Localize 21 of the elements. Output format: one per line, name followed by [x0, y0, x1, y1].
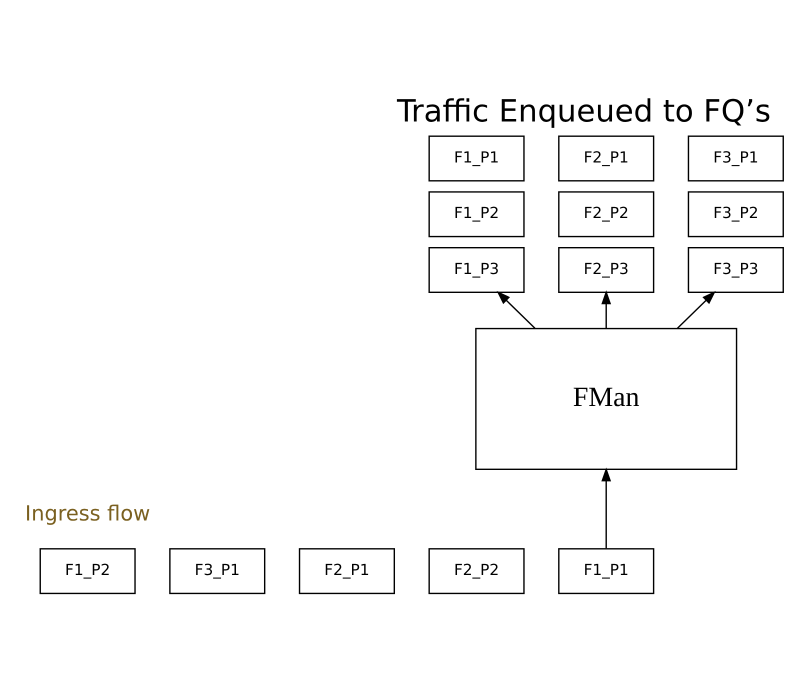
node-box: F3_P3: [688, 247, 784, 294]
node-box: F2_P3: [558, 247, 654, 294]
arrow: [601, 290, 612, 328]
node-box: F2_P2: [558, 191, 654, 238]
node-box: F1_P3: [428, 247, 525, 294]
node-box: F2_P1: [558, 135, 654, 182]
node-box: F1_P2: [428, 191, 525, 238]
arrow: [496, 290, 536, 329]
node-box: F1_P1: [428, 135, 525, 182]
node-box: F2_P2: [428, 548, 525, 594]
node-box: F2_P1: [298, 548, 396, 594]
arrow: [677, 290, 716, 329]
node-box: F3_P1: [169, 548, 266, 594]
node-box: F3_P1: [688, 135, 784, 182]
node-box: F3_P2: [688, 191, 784, 238]
node-box: F1_P1: [558, 548, 654, 594]
node-box: F1_P2: [40, 548, 136, 594]
arrow: [601, 467, 612, 548]
node-box: FMan: [475, 328, 738, 470]
label: Ingress flow: [25, 501, 150, 526]
diagram-title: Traffic Enqueued to FQ’s: [396, 94, 771, 130]
